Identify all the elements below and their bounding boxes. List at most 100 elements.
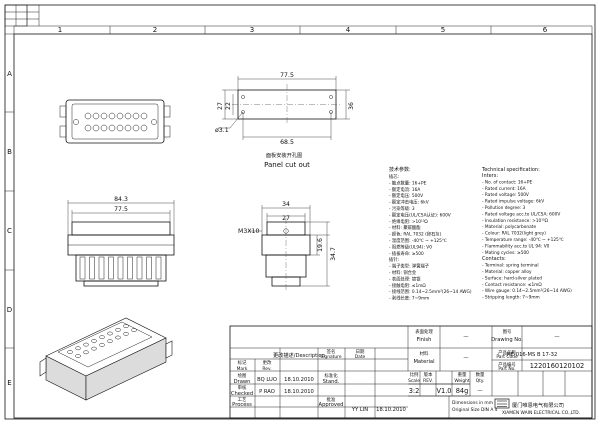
spec-cn-line: - 污染等级: 3 — [389, 205, 415, 212]
dim-front-width-outer: 84.3 — [114, 196, 128, 203]
panel-cut-out-view: 77.5 27 22 36 68.5 ø3.1 面板安装开孔图 Panel cu… — [215, 72, 355, 169]
pin-contact-icon — [108, 124, 116, 132]
drawn-label-cn: 绘图 — [238, 372, 247, 379]
dimension-note-size: Original Size DIN A 4 — [452, 407, 498, 413]
rev-label-cn: 更改 — [263, 359, 272, 366]
signature-label-en: Signature — [320, 354, 341, 360]
checked-label-en: Checked — [231, 391, 253, 397]
outer-frame — [4, 4, 596, 420]
pin-socket-icon — [91, 346, 97, 351]
panel-caption-cn: 面板安装开孔图 — [266, 151, 302, 159]
spec-cn-contact-line: - 接线范围: 0.14~2.5mm²(26~14 AWG) — [389, 288, 472, 295]
approved-label-en: Approved — [319, 402, 344, 408]
spec-cn-line: - 额定冲击电压: 6kV — [389, 199, 429, 206]
spec-en-line: - Insulation resistance: >10¹⁰Ω — [482, 218, 549, 224]
terminal-slot — [79, 256, 86, 280]
qty-value: — — [477, 388, 482, 394]
dim-side-width-b: 27 — [282, 215, 290, 222]
grid-col-2: 2 — [153, 26, 157, 34]
spec-en-contact-line: - Stripping length: 7~9mm — [482, 295, 540, 301]
spec-en-line: - Material: polycarbonate — [482, 224, 536, 230]
pin-contact-icon — [108, 112, 116, 120]
drawing-no-value: — — [554, 334, 559, 340]
company-logo-icon — [494, 398, 510, 409]
spec-en-block: Technical specification:Inters:- No. of … — [481, 167, 572, 301]
spec-cn-line: - 额定电压(UL/CSA认证): 600V — [389, 211, 451, 218]
company-name-cn: 厦门唯恩电气有限公司 — [512, 401, 564, 409]
top-grid-ruler: 1 2 3 4 5 6 — [13, 25, 593, 34]
finish-label-cn: 表面处理 — [415, 328, 433, 335]
approved-date: 18.10.2010 — [376, 407, 406, 413]
terminal-slot — [108, 256, 114, 280]
pin-socket-icon — [83, 350, 89, 355]
title-block — [229, 325, 593, 419]
terminal-slot — [127, 256, 133, 280]
mark-label-cn: 标记 — [238, 359, 247, 366]
weight-value: 84g — [456, 387, 469, 395]
spec-en-contact-line: - Surface: hard-silver plated — [482, 275, 542, 281]
mark-label-en: Mark — [237, 366, 248, 372]
pin-contact-icon — [116, 112, 124, 120]
dimension-note-mm: Dimensions in mm — [452, 400, 493, 406]
scale-label-en: Scale — [408, 378, 420, 384]
pin-socket-icon — [83, 342, 89, 347]
qty-label-cn: 数量 — [476, 371, 485, 378]
pin-socket-icon — [123, 324, 129, 328]
drawn-label-en: Drawn — [234, 379, 251, 385]
grid-col-5: 5 — [441, 26, 445, 34]
drawn-date: 18.10.2010 — [284, 377, 314, 383]
checked-name: P RAO — [259, 389, 275, 395]
connector-side-view: M3X10 34 27 19.6 34.7 — [238, 201, 337, 290]
scale-value: 3:2 — [409, 387, 420, 395]
material-label-en: Material — [413, 359, 434, 365]
grid-col-1: 1 — [58, 26, 62, 34]
part-code-value: HE-016-MS B 17-32 — [507, 352, 558, 358]
dim-front-width-inner: 77.5 — [114, 206, 128, 213]
spec-en-line: - Mating cycles: ≥500 — [482, 250, 529, 256]
spec-en-contact-line: - Material: copper alloy — [482, 269, 532, 275]
dim-side-height-b: 34.7 — [330, 247, 337, 261]
spec-en-line: - Flammability acc.to UL 94: V0 — [482, 243, 550, 249]
drawing-no-label-cn: 图号 — [503, 329, 512, 335]
qty-label-en: Qty. — [476, 378, 485, 384]
finish-value: — — [463, 334, 468, 340]
grid-col-6: 6 — [543, 26, 548, 34]
signature-label-cn: 签名 — [327, 348, 336, 355]
finish-label-en: Finish — [417, 337, 432, 343]
pin-contact-icon — [132, 124, 140, 132]
pin-contact-icon — [140, 124, 148, 132]
date-label-en: Date — [355, 354, 366, 360]
spec-en-insert-header: Inters: — [482, 173, 498, 179]
pin-socket-icon — [99, 343, 105, 347]
spec-cn-contact-line: - 接触电阻: ≤1mΩ — [389, 282, 426, 289]
spec-cn-line: - 触点数量: 16+PE — [389, 179, 427, 186]
pin-contact-icon — [92, 112, 100, 120]
grid-col-3: 3 — [250, 26, 254, 34]
left-title-strip — [4, 4, 40, 27]
spec-cn-line: - 额定电流: 16A — [389, 186, 420, 193]
terminal-slot — [136, 256, 143, 280]
spec-en-line: - Temperature range: -40℃ ~ +125℃ — [482, 237, 564, 243]
drawing-no-label-en: Drawing No. — [491, 337, 523, 343]
pin-socket-icon — [107, 331, 113, 336]
spec-cn-line: - 颜色: RAL 7032 (卵石灰) — [389, 231, 442, 238]
connector-front-elevation: 84.3 77.5 — [67, 196, 175, 287]
pin-socket-icon — [75, 346, 81, 351]
dim-hole-spacing: 68.5 — [280, 139, 294, 146]
spec-cn-line: - 阻燃等级(UL94): V0 — [389, 243, 432, 250]
spec-en-line: - Rated voltage acc.to UL/CSA: 600V — [482, 211, 560, 217]
part-no-value: 1220160120102 — [530, 362, 585, 370]
weight-label-cn: 重量 — [458, 371, 467, 378]
spec-en-line: - Rated impulse voltage: 6kV — [482, 199, 544, 205]
spec-cn-insert-header: 插芯: — [389, 173, 399, 180]
dim-hole-diameter: ø3.1 — [215, 127, 229, 134]
pin-socket-icon — [115, 327, 121, 332]
pin-socket-icon — [131, 328, 137, 332]
spec-en-line: - No. of contact: 16+PE — [482, 179, 532, 185]
approved-label-cn: 批准 — [327, 396, 336, 403]
spec-cn-line: - 温度范围: -40℃ ~ +125℃ — [389, 237, 447, 244]
dim-panel-width: 77.5 — [280, 72, 294, 79]
version-label-en: REV. — [423, 378, 433, 384]
scale-label-cn: 比例 — [410, 371, 419, 378]
